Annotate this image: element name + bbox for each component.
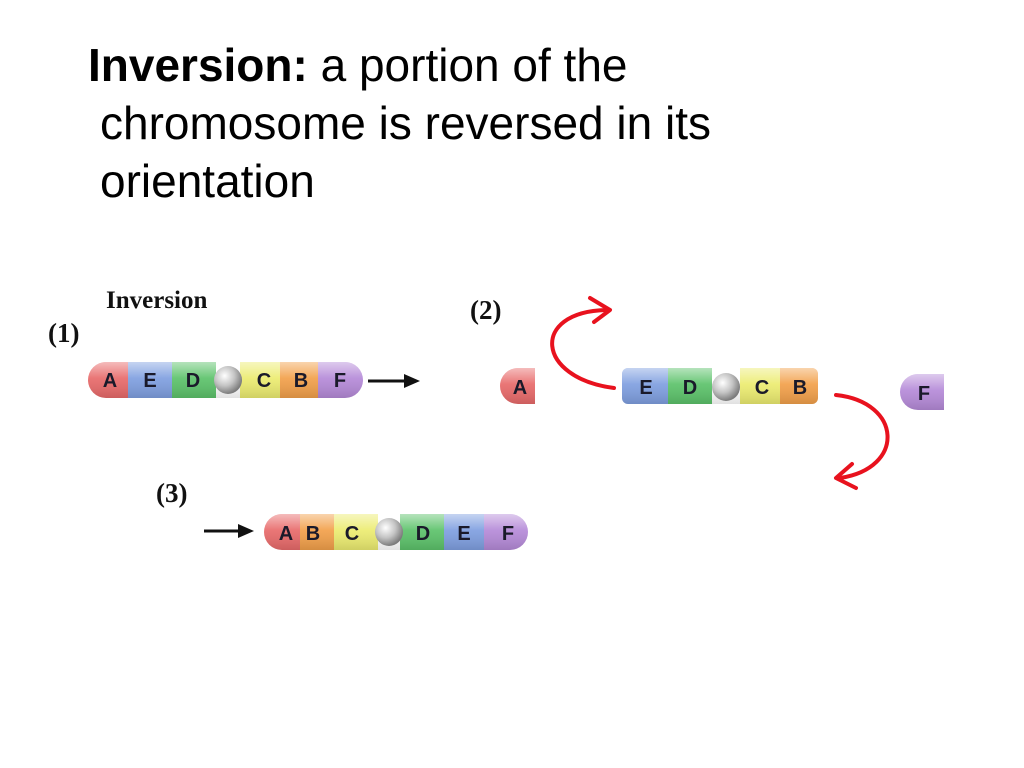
centromere (214, 366, 242, 394)
chromosome-2-left-fragment: A (500, 368, 535, 404)
gene-label: B (793, 377, 807, 399)
definition-line-1: Inversion: a portion of the (88, 36, 908, 94)
chromosome-3: A B C D E F (264, 514, 528, 550)
gene-label: F (502, 523, 514, 545)
definition-part-1: a portion of the (307, 39, 628, 91)
gene-label: D (683, 377, 697, 399)
gene-label: F (334, 370, 346, 392)
gene-label: A (513, 377, 527, 399)
process-arrow-2 (204, 524, 254, 538)
gene-label: A (279, 523, 293, 545)
figure-title: Inversion (106, 287, 208, 314)
gene-label: D (186, 370, 200, 392)
rotation-arrow-top-head (588, 296, 612, 324)
rotation-arrow-top (550, 296, 616, 390)
gene-label: C (345, 523, 359, 545)
step-3-label: (3) (156, 478, 187, 508)
centromere (712, 373, 740, 401)
slide-term: Inversion: (88, 39, 308, 91)
chromosome-2-inverted-segment: E D C B (622, 368, 818, 404)
gene-label: F (918, 383, 930, 405)
chromosome-2-right-fragment: F (900, 374, 944, 410)
gene-label: C (755, 377, 769, 399)
rotation-arrow-bottom-curve (834, 393, 890, 480)
gene-label: E (143, 370, 156, 392)
process-arrow-1 (368, 374, 420, 388)
gene-label: B (306, 523, 320, 545)
gene-label: E (639, 377, 652, 399)
rotation-arrow-bottom-head (834, 462, 858, 490)
step-1-label: (1) (48, 318, 79, 348)
chromosome-1: A E D C B F (88, 362, 363, 398)
gene-label: A (103, 370, 117, 392)
gene-label: E (457, 523, 470, 545)
rotation-arrow-top-curve (550, 308, 616, 390)
centromere (375, 518, 403, 546)
step-2-label: (2) (470, 295, 501, 325)
definition-line-2: chromosome is reversed in its (100, 97, 711, 149)
gene-label: C (257, 370, 271, 392)
slide-text: Inversion: a portion of the chromosome i… (88, 36, 908, 210)
rotation-arrow-bottom (834, 393, 890, 490)
gene-label: D (416, 523, 430, 545)
gene-label: B (294, 370, 308, 392)
definition-line-3: orientation (100, 155, 315, 207)
